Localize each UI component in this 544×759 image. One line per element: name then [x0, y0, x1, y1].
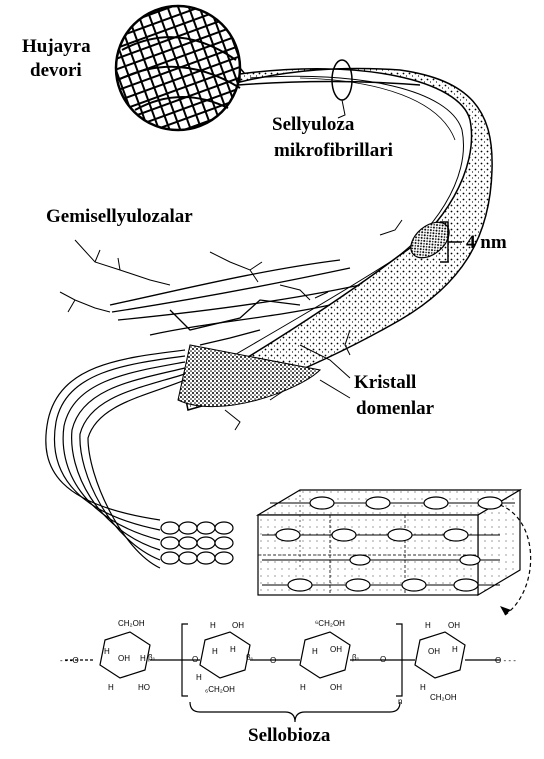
microfibril-bundle	[178, 60, 492, 410]
label-cell-wall-2: devori	[30, 60, 82, 82]
label-microfibrils-1: Sellyuloza	[272, 114, 354, 136]
svg-text:O: O	[192, 655, 198, 664]
svg-text:H: H	[210, 621, 216, 630]
svg-text:OH: OH	[330, 645, 342, 654]
svg-text:H: H	[452, 645, 458, 654]
svg-text:H: H	[425, 621, 431, 630]
svg-text:₆CH₂OH: ₆CH₂OH	[205, 685, 235, 694]
label-cell-wall-1: Hujayra	[22, 36, 91, 58]
svg-text:O: O	[380, 655, 386, 664]
cellulose-formula	[65, 624, 500, 722]
cell-wall-illustration	[116, 6, 420, 130]
svg-text:HO: HO	[138, 683, 150, 692]
svg-text:O - - -: O - - -	[495, 656, 516, 665]
svg-text:OH: OH	[118, 654, 130, 663]
label-hemicellulose: Gemisellyulozalar	[46, 206, 193, 228]
svg-text:β₁: β₁	[352, 653, 360, 662]
svg-text:H: H	[196, 673, 202, 682]
svg-text:OH: OH	[330, 683, 342, 692]
svg-text:β₁: β₁	[246, 653, 254, 662]
svg-text:n: n	[398, 697, 402, 706]
svg-text:H: H	[230, 645, 236, 654]
svg-text:H: H	[212, 647, 218, 656]
svg-text:H: H	[312, 647, 318, 656]
svg-text:OH: OH	[448, 621, 460, 630]
svg-text:⁶CH₂OH: ⁶CH₂OH	[315, 619, 345, 628]
label-microfibrils-2: mikrofibrillari	[274, 140, 393, 162]
svg-text:H: H	[104, 647, 110, 656]
svg-text:β₁: β₁	[148, 653, 156, 662]
svg-text:H: H	[300, 683, 306, 692]
label-crystal-2: domenlar	[356, 398, 434, 420]
svg-text:OH: OH	[232, 621, 244, 630]
label-diameter: 4 nm	[466, 232, 507, 254]
label-cellobiose: Sellobioza	[248, 725, 330, 747]
svg-text:- - -O: - - -O	[60, 656, 79, 665]
svg-text:H: H	[420, 683, 426, 692]
svg-text:CH₂OH: CH₂OH	[430, 693, 457, 702]
svg-text:O: O	[270, 656, 276, 665]
svg-text:CH₂OH: CH₂OH	[118, 619, 145, 628]
svg-text:H: H	[108, 683, 114, 692]
svg-text:H: H	[140, 654, 146, 663]
label-crystal-1: Kristall	[354, 372, 416, 394]
fibril-end-ovals	[161, 522, 233, 564]
flowing-fibrils	[46, 350, 185, 568]
svg-text:OH: OH	[428, 647, 440, 656]
